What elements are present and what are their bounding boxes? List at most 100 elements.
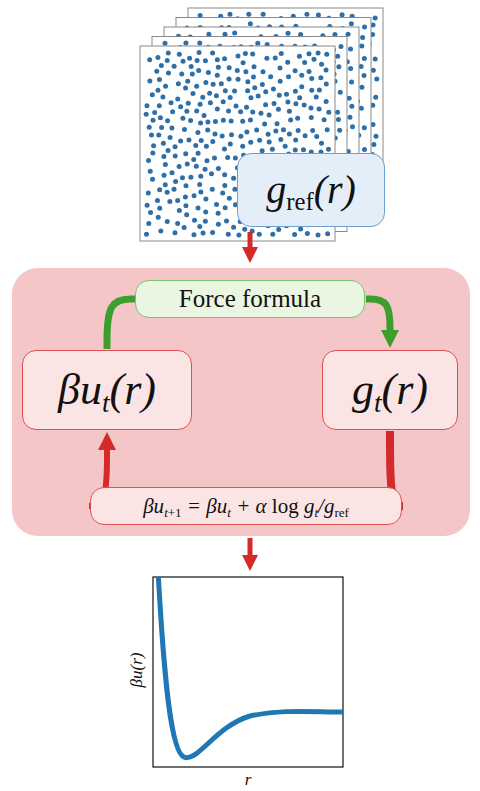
particle-dot	[287, 131, 292, 136]
particle-dot	[337, 128, 342, 133]
particle-dot	[145, 203, 150, 208]
particle-dot	[199, 138, 204, 143]
particle-dot	[152, 110, 157, 115]
particle-dot	[149, 132, 154, 137]
particle-dot	[244, 105, 249, 110]
particle-dot	[175, 97, 180, 102]
cycle-connector	[107, 299, 135, 349]
particle-dot	[163, 41, 168, 46]
particle-dot	[309, 76, 314, 81]
node-text: βut(r)	[58, 367, 156, 413]
flow-arrow	[248, 538, 253, 559]
particle-dot	[223, 205, 228, 210]
particle-dot	[324, 99, 329, 104]
particle-dot	[180, 175, 185, 180]
particle-dot	[301, 147, 306, 152]
particle-dot	[228, 95, 233, 100]
particle-dot	[203, 80, 208, 85]
particle-dot	[183, 151, 188, 156]
particle-dot	[283, 144, 288, 149]
particle-dot	[169, 100, 174, 105]
particle-dot	[165, 190, 170, 195]
particle-dot	[146, 158, 151, 163]
particle-dot	[288, 118, 293, 123]
particle-dot	[172, 230, 177, 235]
particle-dot	[309, 88, 314, 93]
particle-dot	[285, 99, 290, 104]
particle-dot	[240, 144, 245, 149]
particle-dot	[186, 101, 191, 106]
particle-dot	[244, 129, 249, 134]
particle-dot	[222, 172, 227, 177]
particle-dot	[192, 193, 197, 198]
particle-dot	[172, 187, 177, 192]
particle-dot	[373, 57, 378, 62]
particle-dot	[172, 64, 177, 69]
node-text: βut+1 = βut + α log gt/gref	[143, 495, 349, 517]
particle-dot	[317, 106, 322, 111]
particle-dot	[293, 101, 298, 106]
particle-dot	[151, 118, 156, 123]
particle-dot	[292, 232, 297, 237]
particle-dot	[196, 151, 201, 156]
particle-dot	[157, 77, 162, 82]
particle-dot	[271, 86, 276, 91]
particle-dot	[173, 144, 178, 149]
particle-dot	[284, 92, 289, 97]
particle-dot	[273, 128, 278, 133]
particle-dot	[202, 113, 207, 118]
particle-dot	[160, 95, 165, 100]
particle-dot	[194, 108, 199, 113]
particle-dot	[144, 103, 149, 108]
particle-dot	[197, 50, 202, 55]
particle-dot	[210, 139, 215, 144]
particle-dot	[296, 128, 301, 133]
particle-dot	[165, 118, 170, 123]
particle-dot	[166, 148, 171, 153]
particle-dot	[194, 164, 199, 169]
particle-dot	[182, 225, 187, 230]
particle-dot	[183, 40, 188, 45]
particle-dot	[213, 119, 218, 124]
particle-dot	[322, 117, 327, 122]
particle-dot	[188, 175, 193, 180]
particle-dot	[201, 230, 206, 235]
particle-dot	[293, 89, 298, 94]
particle-dot	[277, 93, 282, 98]
particle-dot	[216, 65, 221, 70]
particle-dot	[220, 190, 225, 195]
particle-dot	[177, 52, 182, 57]
particle-dot	[200, 95, 205, 100]
particle-dot	[170, 109, 175, 114]
particle-dot	[348, 46, 353, 51]
particle-dot	[267, 140, 272, 145]
particle-dot	[225, 155, 230, 160]
particle-dot	[236, 77, 241, 82]
particle-dot	[215, 107, 220, 112]
particle-dot	[260, 82, 265, 87]
particle-dot	[277, 65, 282, 70]
particle-dot	[178, 104, 183, 109]
particle-dot	[347, 115, 352, 120]
particle-dot	[165, 219, 170, 224]
particle-dot	[184, 212, 189, 217]
particle-dot	[191, 157, 196, 162]
particle-dot	[346, 32, 351, 37]
particle-dot	[192, 218, 197, 223]
particle-dot	[148, 210, 153, 215]
particle-dot	[161, 154, 166, 159]
particle-dot	[195, 130, 200, 135]
particle-dot	[299, 73, 304, 78]
particle-dot	[302, 60, 307, 65]
particle-dot	[232, 88, 237, 93]
particle-dot	[206, 32, 211, 37]
particle-dot	[285, 60, 290, 65]
particle-dot	[305, 231, 310, 236]
particle-dot	[197, 182, 202, 187]
particle-dot	[146, 190, 151, 195]
particle-dot	[196, 68, 201, 73]
particle-dot	[147, 57, 152, 62]
particle-dot	[268, 74, 273, 79]
particle-dot	[338, 90, 343, 95]
particle-dot	[150, 92, 155, 97]
